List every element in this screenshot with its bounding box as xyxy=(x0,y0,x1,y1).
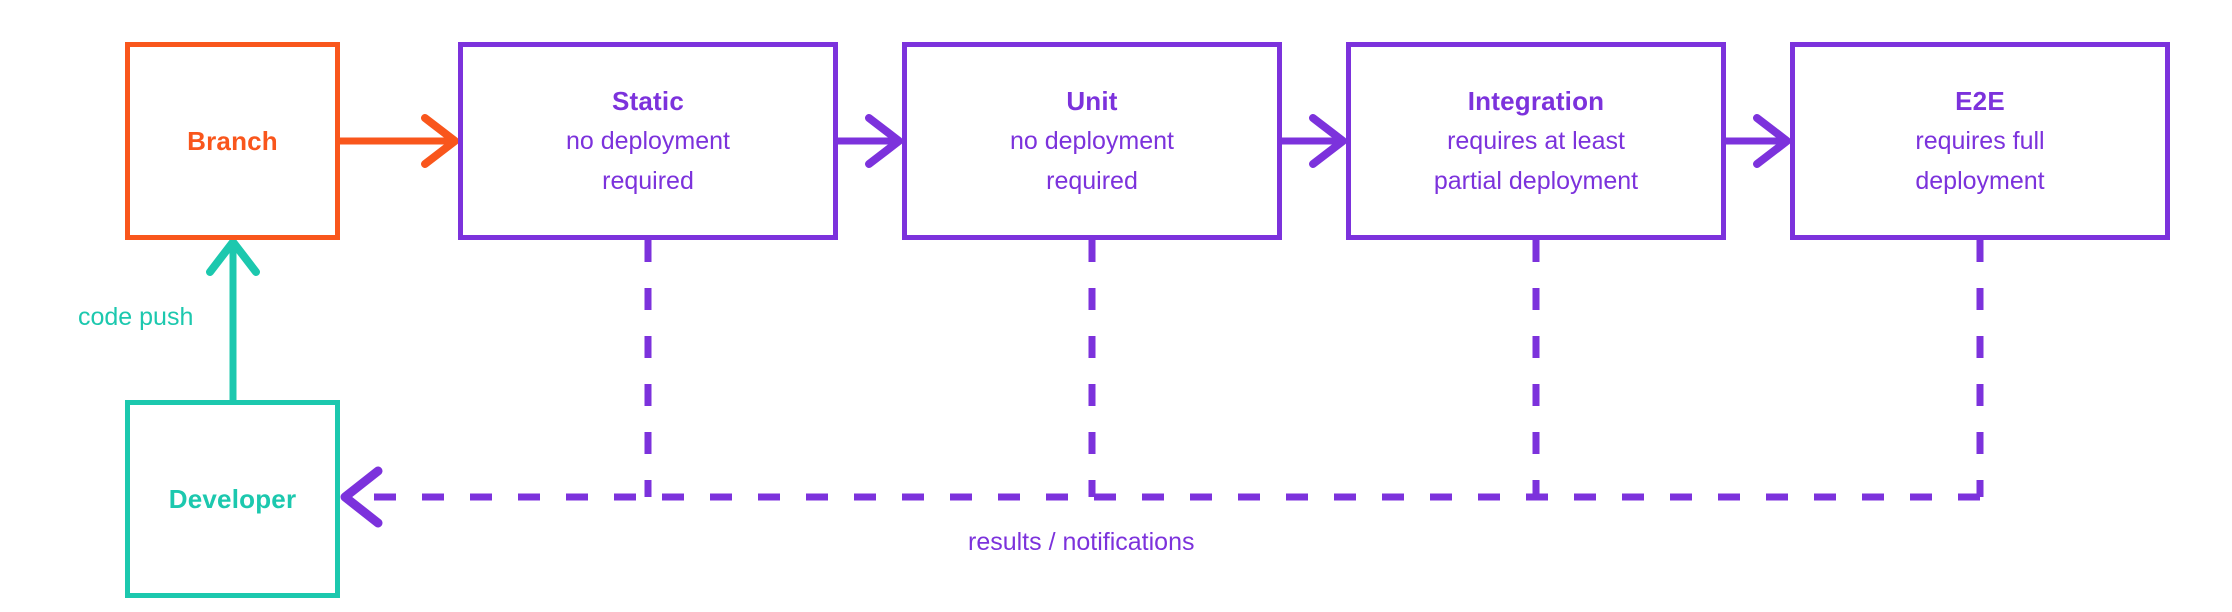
node-unit-title: Unit xyxy=(1066,86,1118,116)
node-branch-title: Branch xyxy=(187,126,278,156)
edge-label-code-push: code push xyxy=(78,303,194,331)
node-static-title: Static xyxy=(611,86,684,116)
node-static-subtitle-line2: required xyxy=(602,167,694,195)
arrow-results-to-developer xyxy=(340,466,1980,528)
node-e2e-subtitle-line2: deployment xyxy=(1915,167,2045,195)
node-unit[interactable]: Unit no deployment required xyxy=(902,42,1282,240)
node-developer[interactable]: Developer xyxy=(125,400,340,598)
node-branch[interactable]: Branch xyxy=(125,42,340,240)
node-e2e-title: E2E xyxy=(1955,86,2005,116)
arrow-integration-to-e2e xyxy=(1726,114,1791,168)
node-developer-title: Developer xyxy=(168,484,297,514)
dashed-drop-lines xyxy=(644,240,1984,497)
node-integration-subtitle-line2: partial deployment xyxy=(1433,167,1639,195)
node-unit-subtitle-line1: no deployment xyxy=(1009,127,1174,155)
arrow-branch-to-static xyxy=(340,114,459,168)
node-integration-subtitle-line1: requires at least xyxy=(1447,127,1625,155)
node-integration[interactable]: Integration requires at least partial de… xyxy=(1346,42,1726,240)
edge-label-results-notifications: results / notifications xyxy=(968,528,1195,556)
node-unit-subtitle-line2: required xyxy=(1046,167,1138,195)
node-static-subtitle-line1: no deployment xyxy=(565,127,730,155)
node-e2e[interactable]: E2E requires full deployment xyxy=(1790,42,2170,240)
arrow-developer-to-branch xyxy=(206,238,260,400)
node-static[interactable]: Static no deployment required xyxy=(458,42,838,240)
arrow-static-to-unit xyxy=(838,114,903,168)
node-e2e-subtitle-line1: requires full xyxy=(1915,127,2045,155)
arrow-unit-to-integration xyxy=(1282,114,1347,168)
node-integration-title: Integration xyxy=(1467,86,1605,116)
